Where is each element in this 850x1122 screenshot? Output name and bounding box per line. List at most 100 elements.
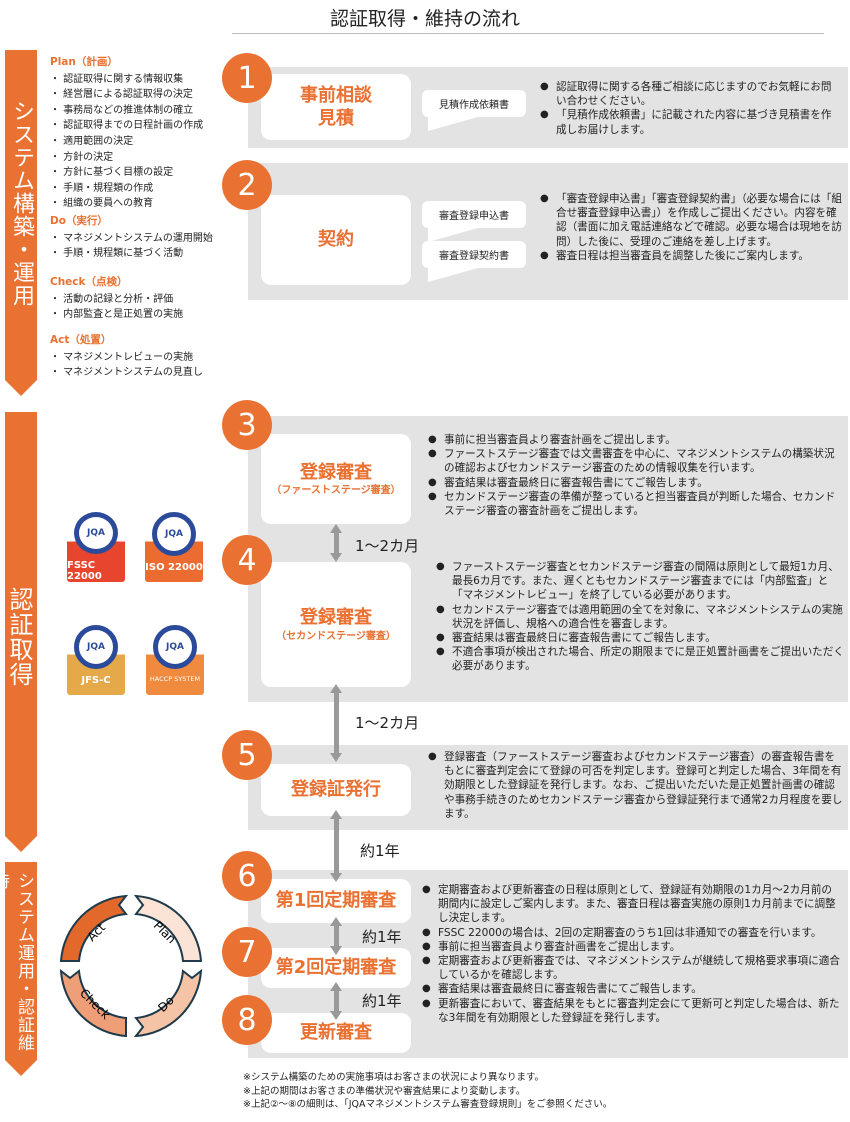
pdca-act-list: Act（処置） ・ マネジメントレビューの実施・ マネジメントシステムの見直し [50, 333, 203, 381]
bullet-item: ファーストステージ審査では文書審査を中心に、マネジメントシステムの構築状況の確認… [428, 447, 843, 475]
bullet-item: ファーストステージ審査とセカンドステージ審査の間隔は原則として最短1カ月、最長6… [436, 560, 844, 603]
badge-label: JFS-C [81, 675, 111, 686]
bullet-item: 「審査登録申込書」「審査登録契約書」（必要な場合には「組合せ審査登録申込書」）を… [540, 192, 845, 249]
pdca-heading: Check（点検） [50, 276, 128, 288]
doc-bubble-application: 審査登録申込書 [422, 201, 526, 242]
badge-fssc: JQA FSSC 22000 [67, 508, 125, 582]
band-maintenance: システム運用・認証維持 [0, 862, 37, 1076]
bullet-item: 登録審査（ファーストステージ審査およびセカンドステージ審査）の審査報告書をもとに… [428, 750, 843, 821]
pdca-item: ・ 認証取得までの日程計画の作成 [50, 120, 204, 132]
doc-bubble-estimate-request: 見積作成依頼書 [422, 90, 526, 131]
title-divider [232, 33, 824, 34]
pdca-item: ・ 方針に基づく目標の設定 [50, 167, 174, 179]
step5-number: 5 [222, 730, 272, 780]
step3-subtitle: （ファーストステージ審査） [271, 485, 401, 497]
badge-label: HACCP SYSTEM [149, 675, 201, 683]
step6-number: 6 [222, 851, 272, 901]
pdca-item: ・ マネジメントシステムの見直し [50, 367, 203, 379]
cycle-plan-segment [133, 894, 203, 962]
step4-subtitle: （セカンドステージ審査） [276, 630, 396, 642]
pdca-item: ・ 認証取得に関する情報収集 [50, 73, 184, 85]
bullet-item: 事前に担当審査員より審査計画書をご提出します。 [422, 940, 842, 954]
page-title: 認証取得・維持の流れ [329, 8, 520, 30]
bullet-item: 更新審査において、審査結果をもとに審査判定会にて更新可と判定した場合は、新たな3… [422, 997, 842, 1025]
step6-title: 第1回定期審査 [261, 879, 411, 923]
step7-number: 7 [222, 927, 272, 977]
bullet-item: セカンドステージ審査の準備が整っていると担当審査員が判断した場合、セカンドステー… [428, 490, 843, 518]
pdca-item: ・ 適用範囲の決定 [50, 135, 134, 147]
connector-arrow [330, 982, 342, 1020]
pdca-item: ・ 手順・規程類に基づく活動 [50, 248, 184, 260]
footnote: ※システム構築のための実施事項はお客さまの状況により異なります。 [243, 1072, 545, 1083]
bullet-item: 審査結果は審査最終日に審査報告書にてご報告します。 [428, 476, 843, 490]
footnotes: ※システム構築のための実施事項はお客さまの状況により異なります。 ※上記の期間は… [243, 1071, 612, 1112]
periodic-audit-bullets: 定期審査および更新審査の日程は原則として、登録証有効期限の1カ月〜2カ月前の期間… [422, 883, 842, 1025]
step3-bullets: 事前に担当審査員より審査計画をご提出します。ファーストステージ審査では文書審査を… [428, 433, 843, 518]
step4-title: 登録審査 [300, 607, 372, 629]
step2-number: 2 [222, 160, 272, 210]
pdca-heading: Plan（計画） [50, 56, 118, 68]
badge-iso22000: JQA ISO 22000 [145, 508, 203, 582]
pdca-heading: Act（処置） [50, 334, 112, 346]
jqa-seal-icon: JQA [153, 625, 197, 669]
step2-bullets: 「審査登録申込書」「審査登録契約書」（必要な場合には「組合せ審査登録申込書」）を… [540, 192, 845, 263]
bullet-item: 定期審査および更新審査の日程は原則として、登録証有効期限の1カ月〜2カ月前の期間… [422, 883, 842, 926]
pdca-item: ・ 内部監査と是正処置の実施 [50, 309, 184, 321]
footnote: ※上記の期間はお客さまの準備状況や審査結果により変動します。 [243, 1085, 526, 1097]
pdca-cycle-diagram: Plan Do Check Act [59, 894, 203, 1038]
pdca-check-list: Check（点検） ・ 活動の記録と分析・評価・ 内部監査と是正処置の実施 [50, 275, 183, 323]
pdca-item: ・ 組織の要員への教育 [50, 198, 154, 210]
bullet-item: FSSC 22000の場合は、2回の定期審査のうち1回は非通知での審査を行います… [422, 926, 842, 940]
bullet-item: 不適合事項が検出された場合、所定の期限までに是正処置計画書をご提出いただく必要が… [436, 645, 844, 673]
pdca-do-list: Do（実行） ・ マネジメントシステムの運用開始・ 手順・規程類に基づく活動 [50, 214, 213, 262]
pdca-item: ・ 経営層による認証取得の決定 [50, 89, 193, 101]
interval-label: 約1年 [362, 928, 402, 946]
step5-title: 登録証発行 [261, 764, 411, 816]
badge-haccp: JQA HACCP SYSTEM [146, 621, 204, 695]
step1-number: 1 [222, 53, 272, 103]
bullet-item: 認証取得に関する各種ご相談に応じますのでお気軽にお問い合わせください。 [540, 80, 840, 108]
pdca-item: ・ 方針の決定 [50, 151, 114, 163]
step3-title: 登録審査 [300, 461, 372, 483]
pdca-item: ・ 手順・規程類の作成 [50, 182, 154, 194]
step4-bullets: ファーストステージ審査とセカンドステージ審査の間隔は原則として最短1カ月、最長6… [436, 560, 844, 674]
cycle-check-segment [59, 968, 127, 1038]
badge-label: ISO 22000 [145, 562, 203, 573]
band-system-build: システム構築・運用 [5, 50, 37, 396]
bullet-item: 「見積作成依頼書」に記載された内容に基づき見積書を作成しお届けします。 [540, 108, 840, 136]
cycle-do-segment [133, 968, 203, 1038]
interval-label: 1〜2カ月 [355, 537, 420, 555]
pdca-heading: Do（実行） [50, 215, 108, 227]
pdca-item: ・ 活動の記録と分析・評価 [50, 293, 174, 305]
jqa-seal-icon: JQA [152, 512, 196, 556]
jqa-seal-icon: JQA [74, 625, 118, 669]
doc-bubble-contract: 審査登録契約書 [422, 241, 526, 282]
step4-number: 4 [222, 535, 272, 585]
cycle-act-segment [59, 894, 129, 962]
footnote: ※上記②〜⑧の細則は、「JQAマネジメントシステム審査登録規則」をご参照ください… [243, 1099, 613, 1110]
pdca-item: ・ マネジメントレビューの実施 [50, 351, 194, 363]
connector-arrow [330, 917, 342, 955]
step7-title: 第2回定期審査 [261, 948, 411, 988]
step3-number: 3 [222, 400, 272, 450]
connector-arrow [330, 810, 342, 882]
connector-arrow [330, 684, 342, 762]
step3-box: 登録審査 （ファーストステージ審査） [261, 434, 411, 524]
bullet-item: 事前に担当審査員より審査計画をご提出します。 [428, 433, 843, 447]
step5-bullets: 登録審査（ファーストステージ審査およびセカンドステージ審査）の審査報告書をもとに… [428, 750, 843, 821]
step1-title: 事前相談 見積 [261, 74, 411, 140]
interval-label: 1〜2カ月 [355, 714, 420, 732]
bullet-item: 定期審査および更新審査では、マネジメントシステムが継続して規格要求事項に適合して… [422, 954, 842, 982]
step2-title: 契約 [261, 195, 411, 285]
bullet-item: セカンドステージ審査では適用範囲の全てを対象に、マネジメントシステムの実施状況を… [436, 603, 844, 631]
bullet-item: 審査結果は審査最終日に審査報告書にてご報告します。 [422, 982, 842, 996]
step8-number: 8 [222, 995, 272, 1045]
badge-jfsc: JQA JFS-C [67, 621, 125, 695]
pdca-plan-list: Plan（計画）・ 認証取得に関する情報収集・ 経営層による認証取得の決定・ 事… [50, 55, 203, 212]
bullet-item: 審査結果は審査最終日に審査報告書にてご報告します。 [436, 631, 844, 645]
badge-label: FSSC 22000 [67, 560, 102, 582]
band-certification: 認証取得 [5, 412, 37, 852]
pdca-item: ・ マネジメントシステムの運用開始 [50, 232, 213, 244]
jqa-seal-icon: JQA [74, 512, 118, 554]
connector-arrow [330, 524, 342, 562]
